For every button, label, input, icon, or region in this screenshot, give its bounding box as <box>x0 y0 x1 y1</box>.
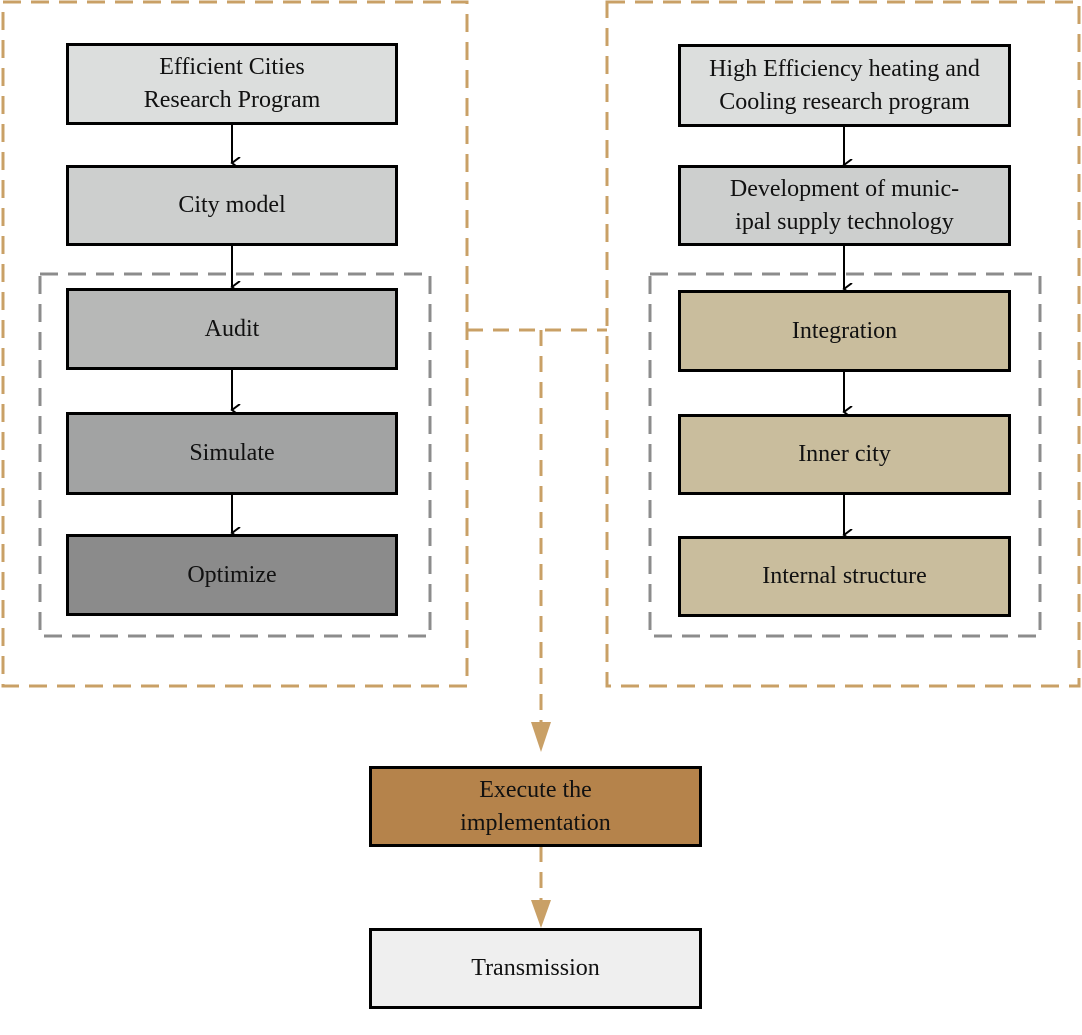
audit-label: Audit <box>204 315 260 342</box>
execute-line2: implementation <box>460 809 611 836</box>
heating-cooling-line2: Cooling research program <box>719 88 970 115</box>
internal-structure-label: Internal structure <box>762 563 927 589</box>
left-process-frame <box>38 272 432 638</box>
city-model-label: City model <box>178 192 286 218</box>
heating-cooling-line1: High Efficiency heating and <box>709 55 980 82</box>
efficient-cities-line1: Efficient Cities <box>159 54 305 80</box>
transmission-arrowhead <box>531 900 551 928</box>
internal-structure-box: Internal structure <box>678 536 1011 617</box>
audit-box: Audit <box>66 288 398 370</box>
municipal-supply-box: Development of munic- ipal supply techno… <box>678 165 1011 246</box>
transmission-box: Transmission <box>369 928 702 1009</box>
efficient-cities-line2: Research Program <box>143 87 321 113</box>
right-group-frame <box>605 0 1081 688</box>
right-process-frame <box>648 272 1042 638</box>
municipal-supply-line1: Development of munic- <box>729 175 960 202</box>
optimize-box: Optimize <box>66 534 398 616</box>
execute-arrowhead <box>531 722 551 752</box>
city-model-box: City model <box>66 165 398 246</box>
transmission-label: Transmission <box>471 955 600 981</box>
execute-implementation-box: Execute the implementation <box>369 766 702 847</box>
efficient-cities-program-box: Efficient Cities Research Program <box>66 43 398 125</box>
integration-label: Integration <box>791 317 898 344</box>
optimize-label: Optimize <box>187 561 277 588</box>
left-group-frame <box>1 0 469 688</box>
simulate-label: Simulate <box>189 440 275 466</box>
execute-line1: Execute the <box>479 776 592 803</box>
municipal-supply-line2: ipal supply technology <box>735 208 954 235</box>
merge-connector <box>467 328 607 724</box>
inner-city-box: Inner city <box>678 414 1011 495</box>
integration-box: Integration <box>678 290 1011 372</box>
heating-cooling-program-box: High Efficiency heating and Cooling rese… <box>678 44 1011 127</box>
inner-city-label: Inner city <box>798 441 891 467</box>
simulate-box: Simulate <box>66 412 398 495</box>
